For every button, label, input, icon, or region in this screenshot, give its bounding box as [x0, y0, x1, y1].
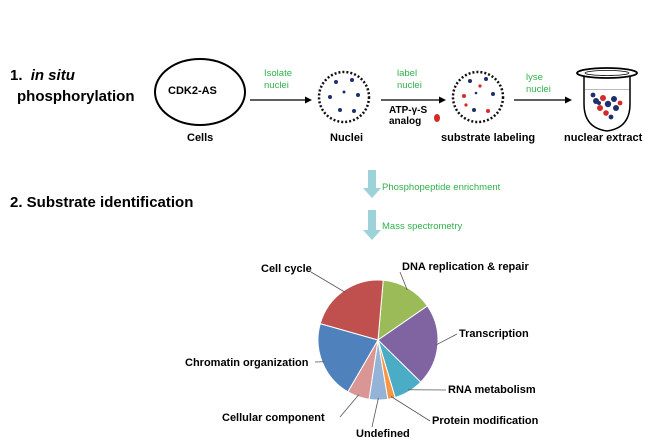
labeled-nucleus-dot: [474, 91, 478, 95]
pie-slice: [377, 305, 439, 383]
nucleus-dot: [328, 95, 332, 99]
pie-slice: [377, 279, 429, 342]
arrow-label-head: [439, 96, 446, 104]
step1-number: 1.: [10, 67, 23, 84]
arrow-label-label-1: label: [397, 68, 417, 79]
pie-leader-line: [390, 396, 431, 422]
arrow-lyse-label-2: nuclei: [526, 84, 551, 95]
arrow-label-label-2: nuclei: [397, 80, 422, 91]
step2-title: 2. Substrate identification: [10, 194, 193, 211]
step1-title: 1. in situ: [10, 67, 75, 84]
pie-leader-line: [310, 271, 346, 293]
step1-subtitle: phosphorylation: [17, 88, 135, 105]
label-nuclear-extract: nuclear extract: [564, 132, 643, 144]
atp-label-1: ATP-γ-S: [389, 105, 427, 116]
arrow-lyse-label-1: lyse: [526, 72, 543, 83]
labeled-nucleus-dot: [478, 84, 482, 88]
flow-label-ms: Mass spectrometry: [382, 221, 462, 232]
pie-slice-label: Protein modification: [432, 415, 539, 427]
labeled-nucleus-circle: [451, 70, 505, 124]
pie-slice-label: Cell cycle: [261, 263, 312, 275]
flow-arrow-enrichment: [363, 170, 381, 198]
microtube-icon: [576, 67, 638, 132]
pie-leader-line: [435, 333, 458, 346]
pie-slice-label: Cellular component: [222, 412, 325, 424]
nucleus-circle: [317, 70, 371, 124]
arrow-isolate-label-2: nuclei: [264, 80, 289, 91]
flow-label-enrichment: Phosphopeptide enrichment: [382, 182, 501, 193]
labeled-nucleus-dot: [462, 94, 466, 98]
nucleus-dot: [338, 108, 342, 112]
labeled-nucleus-dot: [491, 92, 495, 96]
step1-emphasis: in situ: [31, 67, 75, 84]
pie-chart: DNA replication & repairTranscriptionRNA…: [185, 261, 539, 440]
arrow-lyse-head: [565, 96, 572, 104]
label-nuclei: Nuclei: [330, 132, 363, 144]
labeled-nucleus-dot: [464, 103, 468, 107]
nucleus-dot: [342, 90, 346, 94]
label-substrate-labeling: substrate labeling: [441, 132, 535, 144]
pie-slice-label: Undefined: [356, 428, 410, 440]
pie-slice-label: RNA metabolism: [448, 384, 536, 396]
labeled-nucleus-dot: [472, 108, 476, 112]
arrow-isolate-label-1: Isolate: [264, 68, 292, 79]
pie-leader-line: [339, 394, 360, 418]
nucleus-dot: [356, 93, 360, 97]
pie-slice-label: Transcription: [459, 328, 529, 340]
labeled-nucleus-dot: [486, 109, 490, 113]
pie-leader-line: [371, 397, 379, 428]
nucleus-dot: [352, 109, 356, 113]
label-cells: Cells: [187, 132, 213, 144]
pie-slice-label: DNA replication & repair: [402, 261, 529, 273]
pie-slice: [319, 279, 384, 341]
nucleus-dot: [350, 78, 354, 82]
cell-ellipse: [154, 58, 246, 126]
flow-arrow-ms: [363, 210, 381, 240]
labeled-nucleus-dot: [484, 77, 488, 81]
labeled-nucleus-dot: [468, 79, 472, 83]
nucleus-dot: [334, 80, 338, 84]
cell-label: CDK2-AS: [168, 85, 217, 97]
pie-slice: [317, 323, 379, 393]
pie-leader-line: [399, 271, 408, 291]
arrow-isolate-head: [305, 96, 312, 104]
atp-label-2: analog: [389, 116, 421, 127]
atp-analog-drop-icon: [434, 114, 440, 122]
pie-slice-label: Chromatin organization: [185, 357, 309, 369]
